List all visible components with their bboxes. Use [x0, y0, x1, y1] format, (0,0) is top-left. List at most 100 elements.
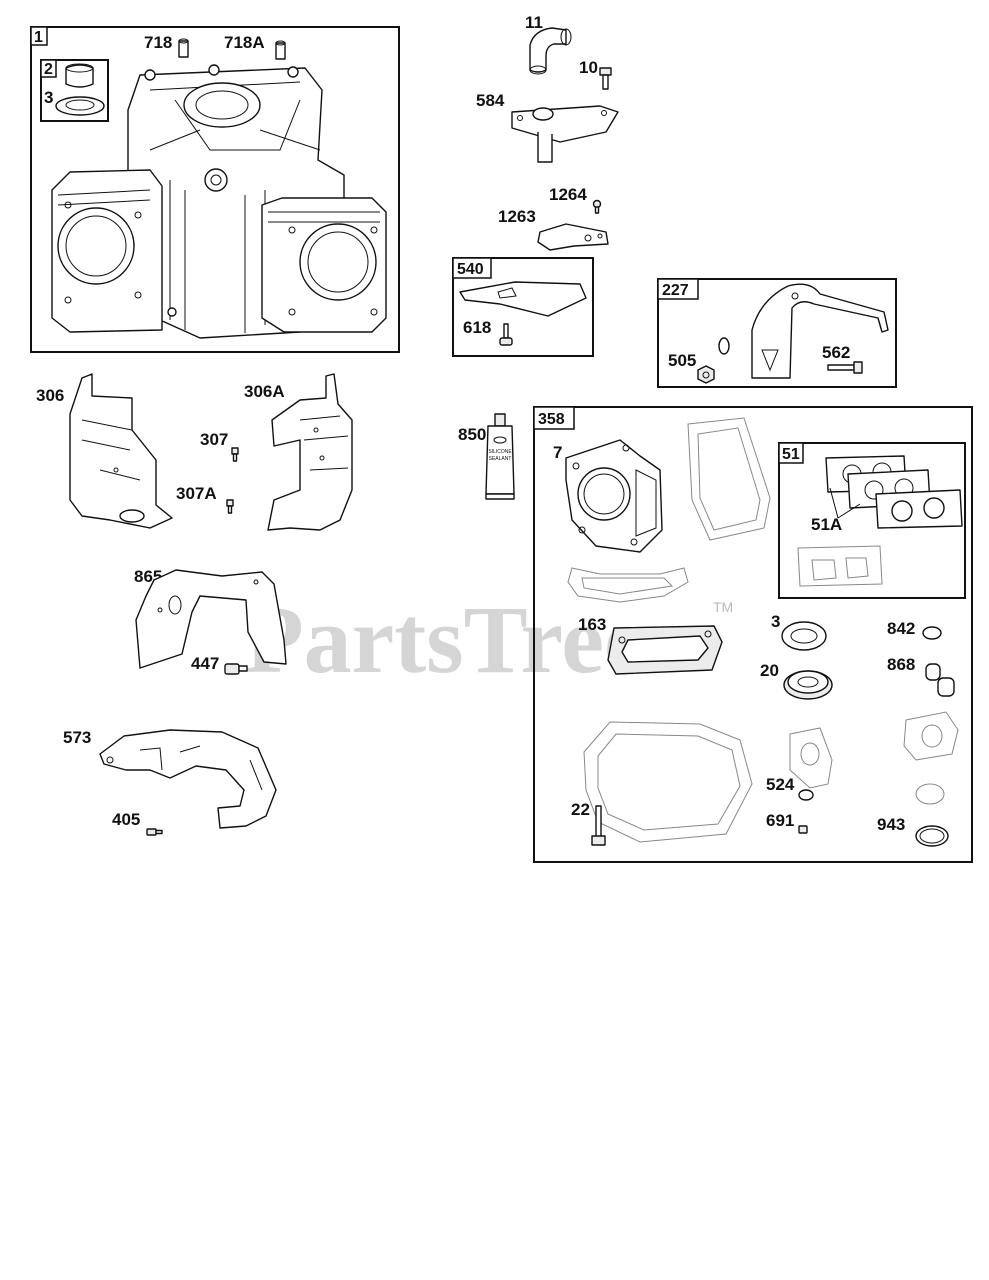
label-618[interactable]: 618	[463, 318, 491, 337]
group-51-tag[interactable]	[778, 442, 804, 464]
plug-691[interactable]	[798, 825, 808, 834]
label-562[interactable]: 562	[822, 343, 850, 362]
watermark-text: PartsTree	[245, 586, 647, 693]
intake-gasket-ghost[interactable]	[797, 545, 883, 587]
label-307a[interactable]: 307A	[176, 484, 217, 503]
group-540-tag[interactable]	[452, 257, 492, 279]
label-10[interactable]: 10	[579, 58, 598, 77]
valve-cover-gasket[interactable]	[687, 417, 771, 541]
label-163[interactable]: 163	[578, 615, 606, 634]
group-358: 358 7 51 51A	[533, 406, 973, 863]
group-358-number: 358	[538, 411, 565, 428]
label-691[interactable]: 691	[766, 811, 794, 830]
group-358-frame	[533, 406, 973, 863]
screw-447[interactable]	[224, 663, 248, 675]
washer-227[interactable]	[718, 337, 730, 355]
intake-adapter-ghost-2[interactable]	[903, 711, 959, 761]
bracket-227[interactable]	[751, 283, 889, 379]
dowel-pin-718[interactable]	[178, 38, 189, 58]
group-2-frame	[40, 59, 109, 122]
leader-51a	[829, 487, 861, 519]
group-2-number: 2	[44, 61, 53, 78]
shroud-306[interactable]	[69, 373, 173, 529]
label-22[interactable]: 22	[571, 800, 590, 819]
group-540: 540 618	[452, 257, 594, 357]
group-51-frame	[778, 442, 966, 599]
label-584[interactable]: 584	[476, 91, 505, 110]
oring-943[interactable]	[915, 825, 949, 847]
label-306[interactable]: 306	[36, 386, 64, 405]
valve-seals-868[interactable]	[925, 663, 955, 697]
label-51a[interactable]: 51A	[811, 515, 842, 534]
label-1263[interactable]: 1263	[498, 207, 536, 226]
oil-seal-3[interactable]	[781, 621, 827, 651]
screw-10[interactable]	[599, 67, 612, 90]
nut-505[interactable]	[697, 365, 715, 384]
label-718[interactable]: 718	[144, 33, 172, 52]
screw-307[interactable]	[231, 447, 239, 462]
dowel-pin-718a[interactable]	[275, 40, 286, 60]
label-505[interactable]: 505	[668, 351, 696, 370]
tube-label-line2: SEALANT	[489, 456, 512, 462]
group-1-frame	[30, 26, 400, 353]
label-573[interactable]: 573	[63, 728, 91, 747]
plate-1263[interactable]	[537, 223, 609, 251]
label-524[interactable]: 524	[766, 775, 795, 794]
label-842[interactable]: 842	[887, 619, 915, 638]
gasket-163[interactable]	[607, 625, 723, 675]
group-227-tag[interactable]	[657, 278, 699, 300]
exhaust-gasket-flange[interactable]	[567, 567, 689, 603]
screw-1264[interactable]	[592, 199, 602, 214]
group-1-number: 1	[34, 29, 43, 46]
label-3-seal-b[interactable]: 3	[771, 612, 780, 631]
screw-405[interactable]	[146, 828, 163, 836]
label-307[interactable]: 307	[200, 430, 228, 449]
bushing-part[interactable]	[65, 63, 94, 88]
air-guide-573[interactable]	[99, 729, 277, 829]
screw-307a[interactable]	[226, 499, 234, 514]
tube-label-line1: SILICONE	[488, 449, 512, 455]
screw-618[interactable]	[499, 323, 513, 346]
breather-tube-11[interactable]	[529, 27, 572, 75]
intake-adapter-ghost[interactable]	[789, 727, 833, 789]
label-1264[interactable]: 1264	[549, 185, 587, 204]
watermark-trademark: TM	[713, 599, 733, 615]
head-gasket-7[interactable]	[565, 439, 663, 553]
bolt-22[interactable]	[591, 805, 606, 846]
ring-ghost[interactable]	[915, 783, 945, 805]
shroud-306a[interactable]	[267, 373, 353, 531]
label-7[interactable]: 7	[553, 443, 562, 462]
crankcase-block[interactable]	[51, 64, 387, 339]
group-1-tag[interactable]	[30, 26, 48, 46]
group-2-tag[interactable]	[40, 59, 57, 78]
label-718a[interactable]: 718A	[224, 33, 265, 52]
label-3-seal[interactable]: 3	[44, 88, 53, 107]
oil-seal-part[interactable]	[55, 96, 105, 116]
label-868[interactable]: 868	[887, 655, 915, 674]
ring-842[interactable]	[922, 626, 942, 640]
label-405[interactable]: 405	[112, 810, 140, 829]
label-943[interactable]: 943	[877, 815, 905, 834]
group-51-number: 51	[782, 446, 800, 463]
group-358-tag[interactable]	[533, 406, 575, 430]
bearing-20[interactable]	[783, 670, 833, 700]
label-306a[interactable]: 306A	[244, 382, 285, 401]
sealant-tube-850[interactable]: SILICONE SEALANT	[485, 413, 515, 500]
screw-562[interactable]	[827, 361, 863, 374]
breather-cover-584[interactable]	[511, 105, 619, 163]
label-447[interactable]: 447	[191, 654, 219, 673]
group-227-number: 227	[662, 282, 689, 299]
baffle-865[interactable]	[135, 569, 287, 669]
intake-gasket-stack[interactable]	[825, 455, 963, 529]
oring-524[interactable]	[798, 789, 814, 801]
label-11[interactable]: 11	[525, 13, 543, 32]
group-227-frame	[657, 278, 897, 388]
label-20[interactable]: 20	[760, 661, 779, 680]
crankcase-gasket[interactable]	[583, 721, 753, 843]
gasket-540[interactable]	[459, 281, 587, 317]
label-850[interactable]: 850	[458, 425, 486, 444]
group-227: 227 505 562	[657, 278, 897, 388]
group-540-number: 540	[457, 261, 484, 278]
group-1-crankcase: 1 2 3 718 718A	[30, 26, 400, 353]
